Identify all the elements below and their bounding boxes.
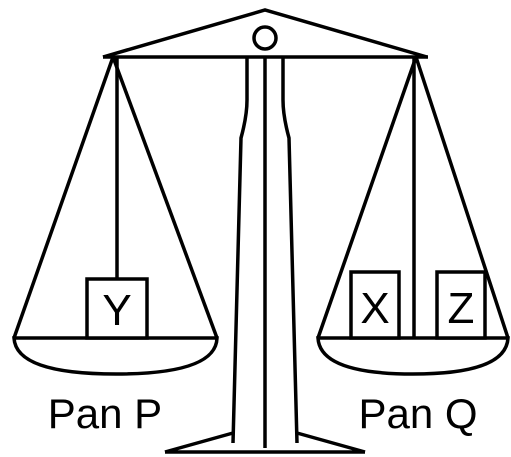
column-outline <box>231 57 299 444</box>
left-string-inner <box>111 56 219 339</box>
pan-p-label: Pan P <box>48 390 162 437</box>
object-z-box <box>435 270 487 340</box>
top-cap <box>102 8 428 59</box>
right-string-inner <box>414 56 510 339</box>
object-z-label: Z <box>448 284 475 333</box>
object-y: Y <box>85 277 149 340</box>
object-z: Z <box>435 270 487 340</box>
pan-q-bowl <box>316 336 510 376</box>
object-y-label: Y <box>102 286 131 335</box>
object-x-label: X <box>360 284 389 333</box>
pivot-ring <box>252 25 278 51</box>
object-x-box <box>349 270 401 340</box>
object-y-box <box>85 277 149 340</box>
left-string-outer <box>12 56 115 339</box>
right-string-outer <box>316 56 418 339</box>
base <box>164 431 366 454</box>
object-x: X <box>349 270 401 340</box>
pan-q-label: Pan Q <box>358 390 477 437</box>
pan-p-bowl <box>12 336 219 376</box>
